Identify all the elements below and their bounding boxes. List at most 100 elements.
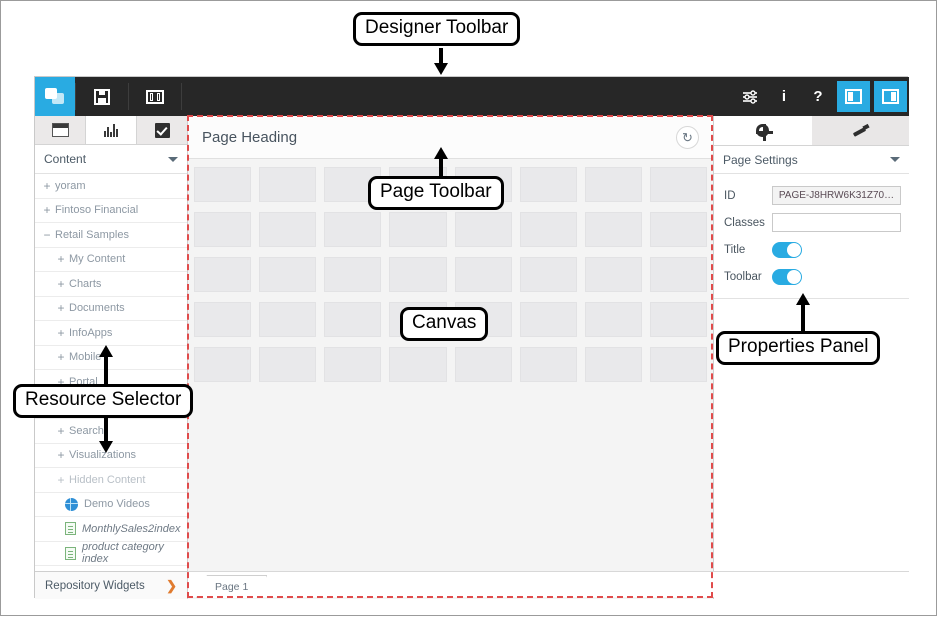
tree-item-label: MonthlySales2index (82, 522, 181, 535)
tree-item[interactable]: +My Content (35, 248, 187, 272)
expand-icon[interactable]: + (57, 374, 65, 389)
canvas-placeholder-cell[interactable] (584, 212, 642, 247)
tree-item-label: yoram (55, 179, 86, 192)
tree-item[interactable]: +Visualizations (35, 444, 187, 468)
expand-icon[interactable]: + (43, 178, 51, 193)
chevron-right-icon: ❯ (166, 577, 177, 593)
tree-item[interactable]: + Mobile (35, 346, 187, 370)
canvas-placeholder-cell[interactable] (649, 212, 707, 247)
canvas-placeholder-cell[interactable] (194, 212, 252, 247)
annotation-page-toolbar: Page Toolbar (368, 176, 504, 210)
expand-icon[interactable]: + (57, 350, 65, 365)
canvas-placeholder-cell[interactable] (194, 257, 252, 292)
resource-selector: Content + yoram +Fintoso Financial−Retail … (35, 116, 188, 599)
expand-icon[interactable]: + (57, 423, 65, 438)
expand-icon[interactable]: + (57, 252, 65, 267)
tree-item[interactable]: +Hidden Content (35, 468, 187, 493)
resource-tab-page[interactable] (35, 116, 86, 144)
canvas-placeholder-cell[interactable] (454, 257, 512, 292)
collapse-icon[interactable]: − (43, 227, 51, 242)
canvas-placeholder-cell[interactable] (324, 302, 382, 337)
property-row: Classes (714, 209, 909, 236)
tree-item-label: Search (69, 424, 104, 437)
canvas-placeholder-cell[interactable] (194, 167, 252, 202)
app-logo-button[interactable] (35, 77, 75, 116)
canvas-placeholder-cell[interactable] (454, 347, 512, 382)
canvas-placeholder-cell[interactable] (389, 212, 447, 247)
repository-widgets-button[interactable]: Repository Widgets ❯ (35, 571, 187, 599)
tree-item[interactable]: + Search (35, 419, 187, 444)
save-button[interactable] (76, 77, 128, 116)
annotation-arrow-down (434, 63, 448, 75)
canvas-placeholder-cell[interactable] (519, 167, 577, 202)
canvas-placeholder-cell[interactable] (519, 302, 577, 337)
expand-icon[interactable]: + (57, 448, 65, 463)
tab-settings[interactable] (714, 116, 812, 145)
expand-icon[interactable]: + (43, 203, 51, 218)
canvas-placeholder-cell[interactable] (519, 212, 577, 247)
canvas-placeholder-cell[interactable] (389, 347, 447, 382)
resource-tab-forms[interactable] (137, 116, 187, 144)
canvas-placeholder-cell[interactable] (584, 167, 642, 202)
save-floppy-icon (94, 88, 110, 105)
canvas-placeholder-cell[interactable] (649, 257, 707, 292)
tree-item[interactable]: +Charts (35, 272, 187, 297)
canvas-placeholder-cell[interactable] (519, 347, 577, 382)
canvas[interactable] (188, 159, 713, 599)
resource-tab-charts[interactable] (86, 116, 137, 144)
canvas-placeholder-cell[interactable] (324, 212, 382, 247)
bar-chart-icon (104, 123, 118, 137)
canvas-placeholder-cell[interactable] (194, 302, 252, 337)
property-toggle[interactable] (772, 241, 802, 258)
expand-icon[interactable]: + (57, 301, 65, 316)
canvas-placeholder-cell[interactable] (259, 302, 317, 337)
property-toggle[interactable] (772, 268, 802, 285)
left-panel-toggle-button[interactable] (837, 81, 870, 112)
page-settings-section-header[interactable]: Page Settings (714, 146, 909, 174)
layout-button[interactable] (129, 77, 181, 116)
canvas-placeholder-cell[interactable] (649, 167, 707, 202)
resource-selector-tabs (35, 116, 187, 145)
help-button[interactable]: ? (801, 77, 835, 116)
canvas-placeholder-cell[interactable] (259, 167, 317, 202)
canvas-placeholder-cell[interactable] (259, 212, 317, 247)
property-input[interactable]: PAGE-J8HRW6K31Z70… (772, 186, 901, 205)
globe-icon (65, 497, 78, 511)
page-tab-page-1[interactable]: Page 1 (196, 575, 267, 598)
property-input[interactable] (772, 213, 901, 232)
tree-item[interactable]: + yoram (35, 174, 187, 199)
tree-item[interactable]: +Documents (35, 297, 187, 321)
tree-item[interactable]: Demo Videos (35, 493, 187, 517)
canvas-placeholder-cell[interactable] (259, 257, 317, 292)
tree-item[interactable]: −Retail Samples (35, 223, 187, 248)
right-panel-toggle-button[interactable] (874, 81, 907, 112)
canvas-placeholder-cell[interactable] (519, 257, 577, 292)
canvas-placeholder-cell[interactable] (649, 302, 707, 337)
tree-item-label: Mobile (69, 351, 102, 364)
tree-item[interactable]: +Fintoso Financial (35, 199, 187, 223)
canvas-placeholder-cell[interactable] (324, 347, 382, 382)
canvas-placeholder-cell[interactable] (324, 257, 382, 292)
canvas-placeholder-cell[interactable] (389, 257, 447, 292)
tree-item[interactable]: product category index (35, 541, 187, 566)
expand-icon[interactable]: + (57, 325, 65, 340)
content-dropdown[interactable]: Content (35, 145, 187, 174)
canvas-placeholder-cell[interactable] (454, 212, 512, 247)
canvas-placeholder-cell[interactable] (259, 347, 317, 382)
info-icon: i (781, 88, 787, 105)
canvas-placeholder-cell[interactable] (194, 347, 252, 382)
canvas-placeholder-cell[interactable] (649, 347, 707, 382)
annotation-arrow-down (99, 441, 113, 453)
tree-item[interactable]: MonthlySales2index (35, 517, 187, 542)
refresh-button[interactable]: ↻ (676, 125, 699, 149)
canvas-placeholder-cell[interactable] (584, 347, 642, 382)
tab-style[interactable] (811, 116, 909, 145)
info-button[interactable]: i (767, 77, 801, 116)
tree-item[interactable]: +InfoApps (35, 321, 187, 346)
expand-icon[interactable]: + (57, 472, 65, 487)
canvas-placeholder-cell[interactable] (584, 302, 642, 337)
canvas-placeholder-cell[interactable] (584, 257, 642, 292)
expand-icon[interactable]: + (57, 276, 65, 291)
settings-button[interactable] (733, 77, 767, 116)
